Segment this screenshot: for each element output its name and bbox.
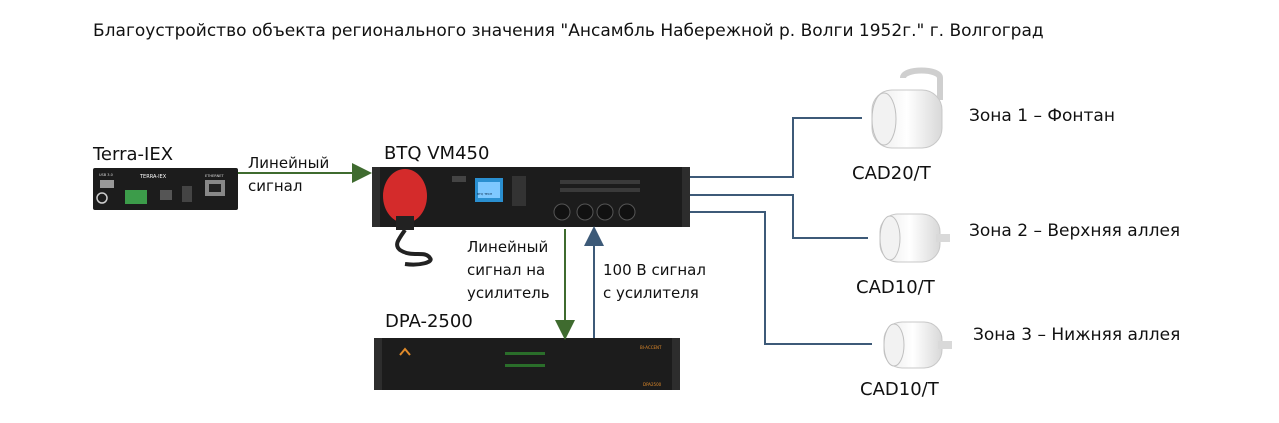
zone-3-speaker-model: CAD10/T [860,379,939,400]
amp-panel-label: DPA2500 [643,382,662,387]
dpa-2500-device: BI-ACCENT DPA2500 [374,338,680,390]
speaker-cad20-icon [871,67,943,149]
amp-input-note: Линейный сигнал на усилитель [467,238,550,302]
terra-iex-label: Terra-IEX [93,144,174,165]
zone-1-wire [690,117,862,178]
zone-1-speaker-model: CAD20/T [852,163,931,184]
page-title: Благоустройство объекта регионального зн… [93,21,1044,41]
btq-vm450-label: BTQ VM450 [384,143,490,164]
terra-iex-panel-label: TERRA-IEX [139,174,167,180]
dpa-2500-label: DPA-2500 [385,311,473,332]
zone-1-label: Зона 1 – Фонтан [969,106,1115,126]
zone-2-label: Зона 2 – Верхняя аллея [969,221,1181,241]
terra-iex-device: TERRA-IEX USB 3.0 ETHERNET [93,168,238,210]
ethernet-port-label: ETHERNET [205,174,224,178]
zone-3-wire [690,211,872,345]
speaker-cad10-zone3-icon [883,321,952,369]
amp-brand-label: BI-ACCENT [640,345,662,350]
microphone-icon [383,169,433,267]
btq-screen-label: BTQ TECH [477,192,492,196]
zone-2-wire [690,194,868,239]
zone-2-speaker-model: CAD10/T [856,277,935,298]
zone-3-label: Зона 3 – Нижняя аллея [973,325,1181,345]
usb-port-label: USB 3.0 [99,173,113,177]
amp-output-note: 100 В сигнал с усилителя [603,261,706,302]
line-signal-note: Линейный сигнал [248,154,330,195]
btq-vm450-device: BTQ TECH [372,167,690,267]
speaker-cad10-zone2-icon [879,213,950,263]
